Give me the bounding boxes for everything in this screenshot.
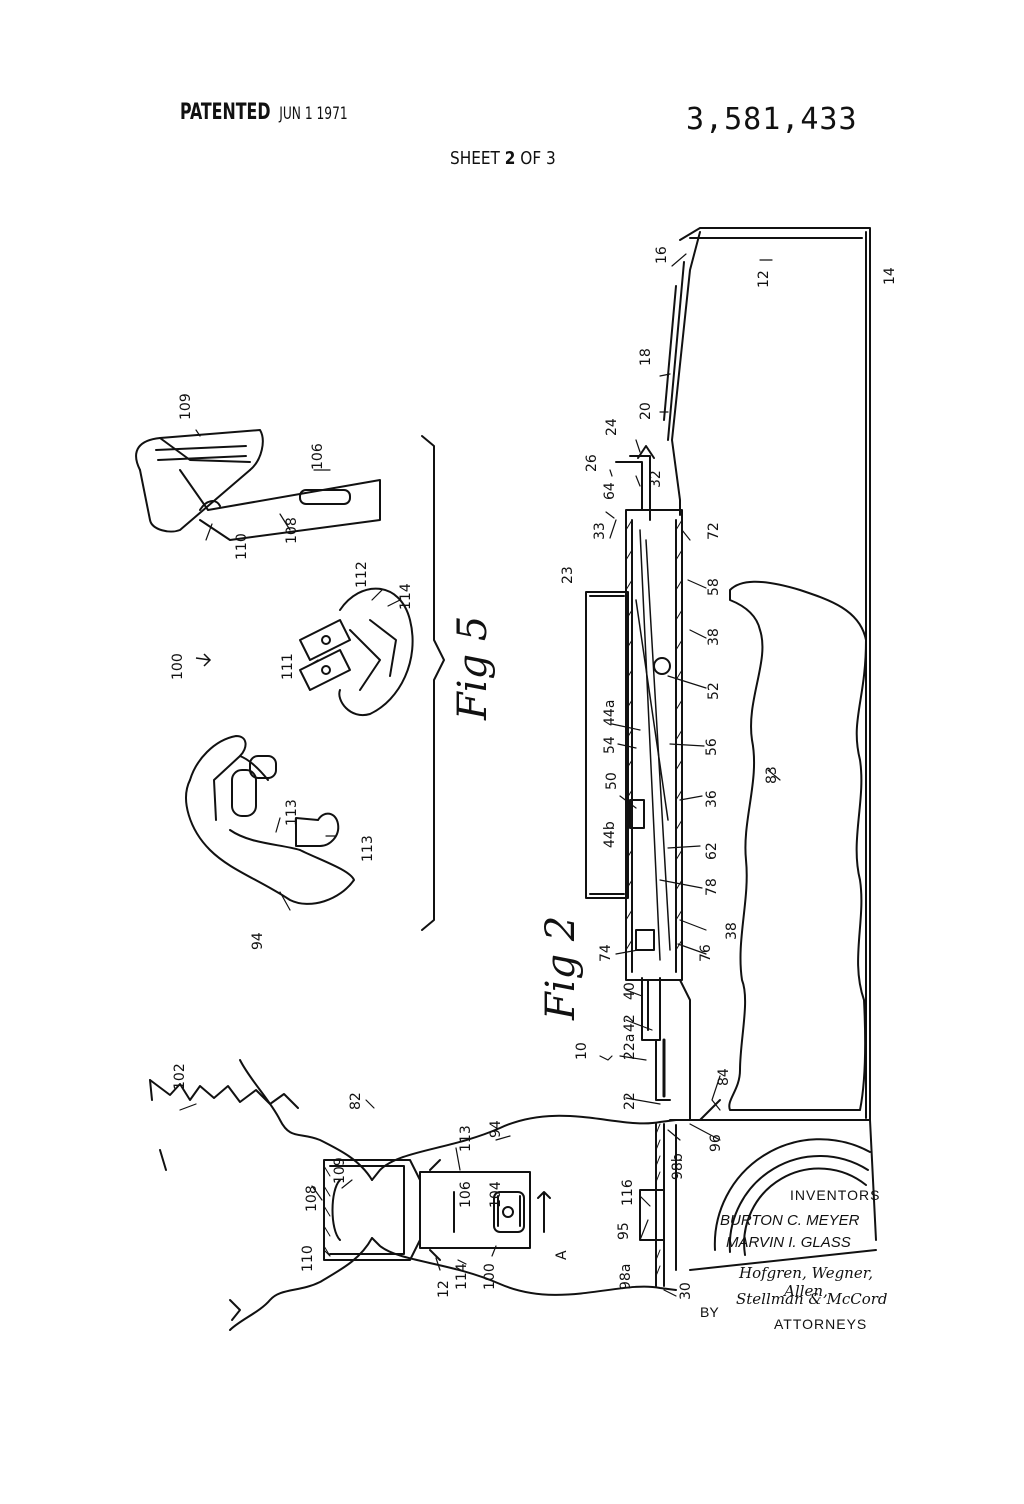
ref-38a: 38 <box>706 628 722 646</box>
patented-date: JUN 1 1971 <box>279 104 348 124</box>
ref-A: A <box>554 1250 570 1260</box>
fig5-label: Fig 5 <box>450 616 496 721</box>
fig5-bracket <box>421 435 445 931</box>
by-label: BY <box>700 1304 719 1320</box>
ref-113a: 113 <box>284 799 300 826</box>
patented-date-stamp: PATENTED JUN 1 1971 <box>180 100 348 125</box>
ref-113c: 113 <box>458 1125 474 1152</box>
housing-body <box>663 227 877 1271</box>
ref-24: 24 <box>604 418 620 436</box>
ref-50: 50 <box>604 772 620 790</box>
ref-44b: 44b <box>602 821 618 848</box>
ref-100a: 100 <box>170 653 186 680</box>
ref-33: 33 <box>592 522 608 540</box>
ref-74: 74 <box>598 944 614 962</box>
ref-72: 72 <box>706 522 722 540</box>
ref-64: 64 <box>602 482 618 500</box>
patented-label: PATENTED <box>180 100 271 125</box>
ref-26: 26 <box>584 454 600 472</box>
patent-number: 3,581,433 <box>686 102 858 137</box>
ref-76: 76 <box>698 944 714 962</box>
ref-82: 82 <box>348 1092 364 1110</box>
sheet-current: 2 <box>504 148 516 169</box>
ref-10: 10 <box>574 1042 590 1060</box>
grip-assembly <box>149 1059 677 1331</box>
ref-96: 96 <box>708 1134 724 1152</box>
ref-83: 83 <box>764 766 780 784</box>
ref-100b: 100 <box>482 1263 498 1290</box>
ref-112: 112 <box>354 561 370 588</box>
ref-108b: 108 <box>304 1185 320 1212</box>
ref-110b: 110 <box>300 1245 316 1272</box>
ref-106b: 106 <box>458 1181 474 1208</box>
ref-44a: 44a <box>602 700 618 726</box>
ref-30: 30 <box>678 1282 694 1300</box>
ref-18: 18 <box>638 348 654 366</box>
ref-114a: 114 <box>398 583 414 610</box>
ref-52: 52 <box>706 682 722 700</box>
ref-111: 111 <box>280 653 296 680</box>
fig2-label: Fig 2 <box>538 916 584 1021</box>
ref-94a: 94 <box>250 932 266 950</box>
sheet-indicator: SHEET 2 OF 3 <box>450 148 556 169</box>
ref-12b: 12 <box>436 1280 452 1298</box>
sheet-total: 3 <box>546 148 556 169</box>
ref-102: 102 <box>172 1063 188 1090</box>
inventors-label: INVENTORS <box>790 1187 881 1203</box>
ref-23: 23 <box>560 566 576 584</box>
fig5-part-112 <box>299 587 414 717</box>
inventor-1: BURTON C. MEYER <box>720 1212 860 1229</box>
ref-14: 14 <box>882 267 898 285</box>
ref-84: 84 <box>716 1068 732 1086</box>
ref-54: 54 <box>602 736 618 754</box>
ref-113b: 113 <box>360 835 376 862</box>
firm-line-2: Stellman & McCord <box>736 1290 888 1308</box>
ref-98b: 98b <box>670 1153 686 1180</box>
ref-98a: 98a <box>618 1264 634 1290</box>
firm-line-1: Hofgren, Wegner, Allen, <box>738 1264 873 1300</box>
grip-hatching <box>323 1123 661 1277</box>
ref-110a: 110 <box>234 533 250 560</box>
ref-106a: 106 <box>310 443 326 470</box>
inventor-2: MARVIN I. GLASS <box>726 1234 851 1251</box>
ref-114b: 114 <box>454 1263 470 1290</box>
ref-22a: 22a <box>622 1034 638 1060</box>
sheet-of: OF <box>520 148 542 169</box>
ref-116: 116 <box>620 1179 636 1206</box>
ref-40: 40 <box>622 982 638 1000</box>
ref-42: 42 <box>622 1014 638 1032</box>
ref-95: 95 <box>616 1222 632 1240</box>
ref-58: 58 <box>706 578 722 596</box>
ref-104: 104 <box>488 1181 504 1208</box>
figure-83-outline <box>728 580 867 1111</box>
fig5-part-108 <box>135 429 381 541</box>
fig5-part-94 <box>185 735 355 905</box>
leader-lines <box>179 253 781 1297</box>
ref-56: 56 <box>704 738 720 756</box>
ref-78: 78 <box>704 878 720 896</box>
ref-12: 12 <box>756 270 772 288</box>
attorneys-label: ATTORNEYS <box>774 1316 868 1332</box>
ref-22: 22 <box>622 1092 638 1110</box>
sheet-label: SHEET <box>450 148 500 169</box>
ref-32: 32 <box>648 470 664 488</box>
ref-36: 36 <box>704 790 720 808</box>
ref-94b: 94 <box>488 1120 504 1138</box>
ref-109a: 109 <box>178 393 194 420</box>
ref-62: 62 <box>704 842 720 860</box>
ref-108a: 108 <box>284 517 300 544</box>
tray-hatching <box>625 519 683 951</box>
ref-20: 20 <box>638 402 654 420</box>
ref-109b: 109 <box>332 1157 348 1184</box>
ref-38b: 38 <box>724 922 740 940</box>
fig5-arrow <box>195 653 212 667</box>
ref-16: 16 <box>654 246 670 264</box>
mechanism-tray <box>585 445 683 1101</box>
